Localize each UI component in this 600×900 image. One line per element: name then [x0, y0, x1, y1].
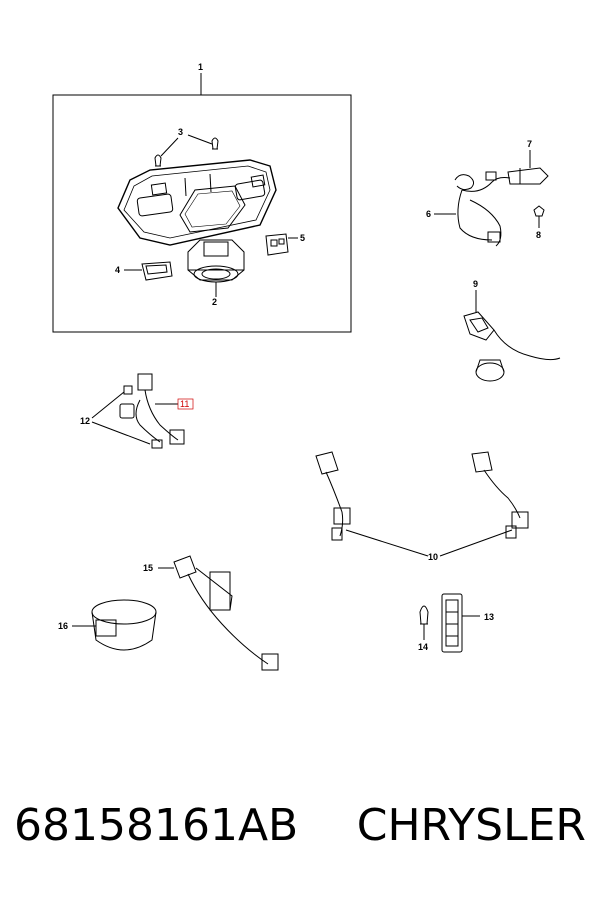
harness-15-illustration — [158, 555, 279, 671]
callout-16: 16 — [58, 621, 68, 631]
sensor-9-illustration — [463, 290, 561, 382]
callout-5: 5 — [300, 233, 305, 243]
callout-11-box — [177, 398, 194, 410]
callout-2: 2 — [212, 297, 217, 307]
bulb-14-illustration — [419, 605, 429, 640]
leader-line-12b — [91, 421, 151, 445]
switch-4-illustration — [124, 261, 173, 281]
callout-11: 11 — [180, 399, 189, 409]
module-illustration — [187, 239, 245, 297]
lamp-13-illustration — [441, 593, 480, 653]
callout-10: 10 — [428, 552, 438, 562]
switch-5-illustration — [265, 233, 298, 256]
leader-line-10b — [439, 529, 513, 557]
speaker-16-illustration — [72, 599, 157, 651]
callout-9: 9 — [473, 279, 478, 289]
leader-line-3a — [160, 137, 179, 157]
harness-10-illustration — [315, 451, 529, 557]
bulb-illustration — [154, 134, 219, 167]
callout-12: 12 — [80, 416, 90, 426]
callout-15: 15 — [143, 563, 153, 573]
overhead-console-group-box — [52, 94, 352, 333]
callout-7: 7 — [527, 139, 532, 149]
brand-name: CHRYSLER — [356, 800, 586, 851]
callout-3: 3 — [178, 127, 183, 137]
callout-8: 8 — [536, 230, 541, 240]
part-number: 68158161AB — [14, 800, 299, 851]
harness-11-illustration — [91, 373, 194, 449]
overhead-console-illustration — [117, 159, 277, 246]
callout-4: 4 — [115, 265, 120, 275]
leader-line-10a — [345, 529, 429, 557]
footer: 68158161AB CHRYSLER — [0, 800, 600, 870]
callout-13: 13 — [484, 612, 494, 622]
parts-diagram: 1 2 3 4 5 6 7 8 9 10 11 12 13 14 15 16 — [52, 62, 561, 671]
leader-line-12a — [91, 391, 125, 419]
harness-6-illustration — [434, 150, 549, 247]
leader-line-3b — [187, 134, 213, 145]
callout-1: 1 — [198, 62, 203, 72]
callout-6: 6 — [426, 209, 431, 219]
callout-14: 14 — [418, 642, 428, 652]
